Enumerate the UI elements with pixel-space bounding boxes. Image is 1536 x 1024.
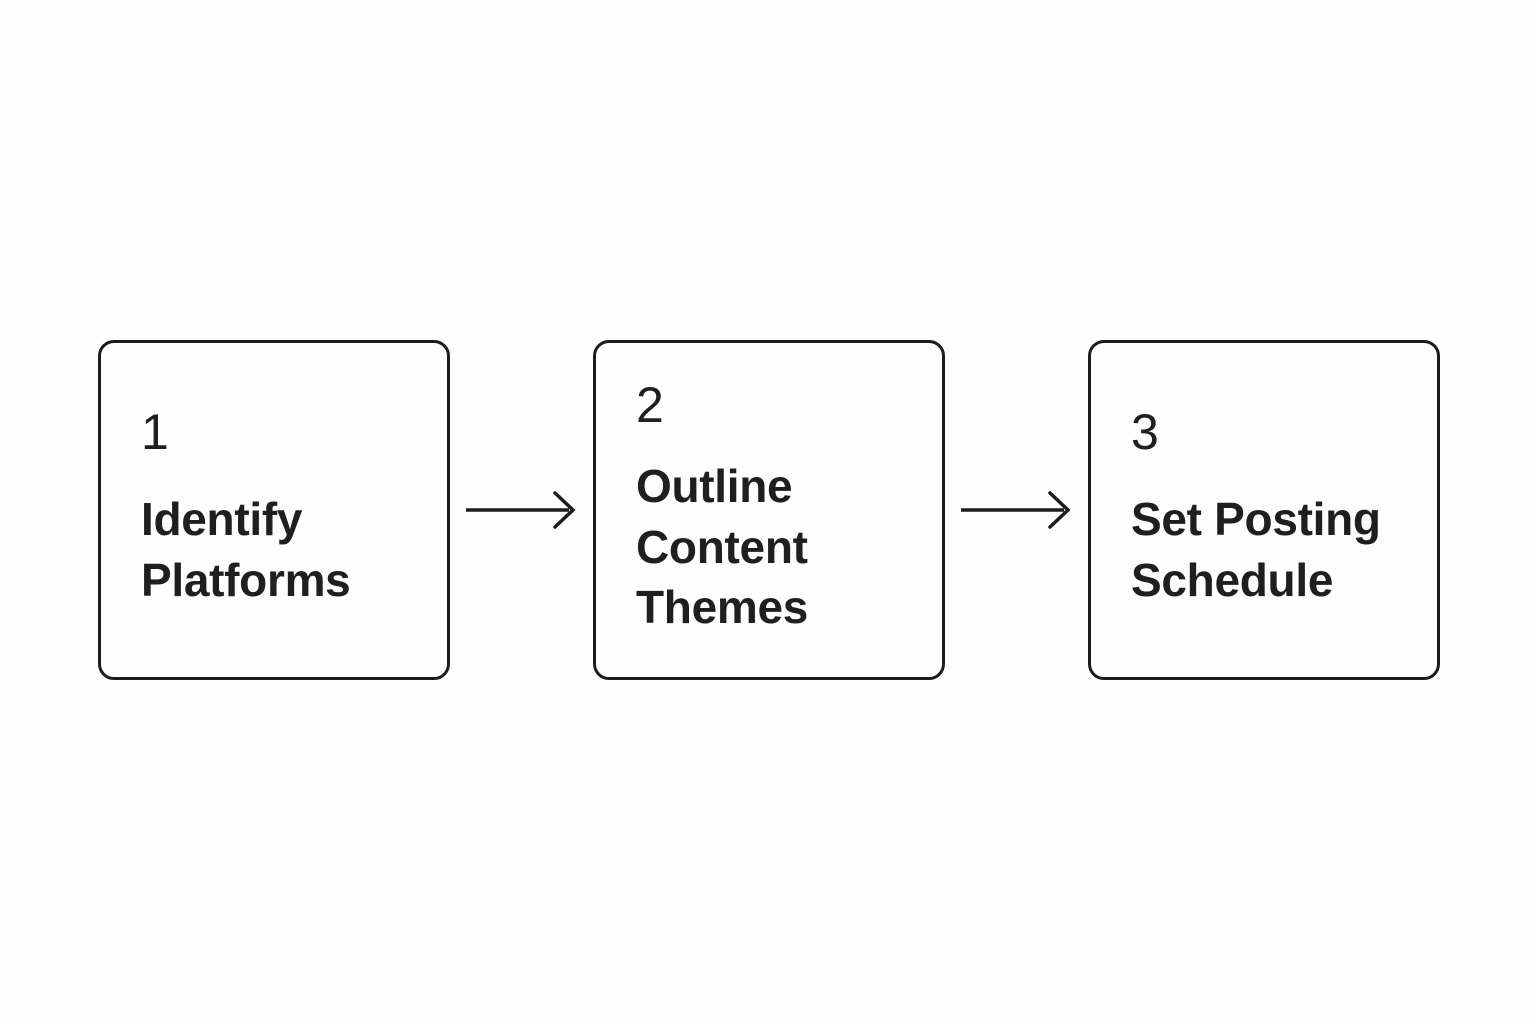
step-box-2[interactable]: 2 Outline Content Themes — [593, 340, 945, 680]
step-content-1: 1 Identify Platforms — [141, 343, 425, 677]
step-content-2: 2 Outline Content Themes — [636, 343, 920, 677]
arrow-right-icon — [960, 491, 1071, 529]
step-number-1: 1 — [141, 404, 170, 461]
step-box-1[interactable]: 1 Identify Platforms — [98, 340, 450, 680]
step-label-1: Identify Platforms — [141, 493, 351, 606]
step-number-3: 3 — [1131, 404, 1160, 461]
process-flow: 1 Identify Platforms 2 Outline Content T… — [98, 340, 1440, 680]
step-content-3: 3 Set Posting Schedule — [1131, 343, 1415, 677]
step-label-3: Set Posting Schedule — [1131, 493, 1381, 606]
arrow-right-icon — [465, 491, 576, 529]
step-number-2: 2 — [636, 376, 665, 433]
step-label-2: Outline Content Themes — [636, 459, 809, 634]
connector-arrow-1-to-2 — [452, 340, 591, 680]
connector-arrow-2-to-3 — [947, 340, 1086, 680]
step-box-3[interactable]: 3 Set Posting Schedule — [1088, 340, 1440, 680]
